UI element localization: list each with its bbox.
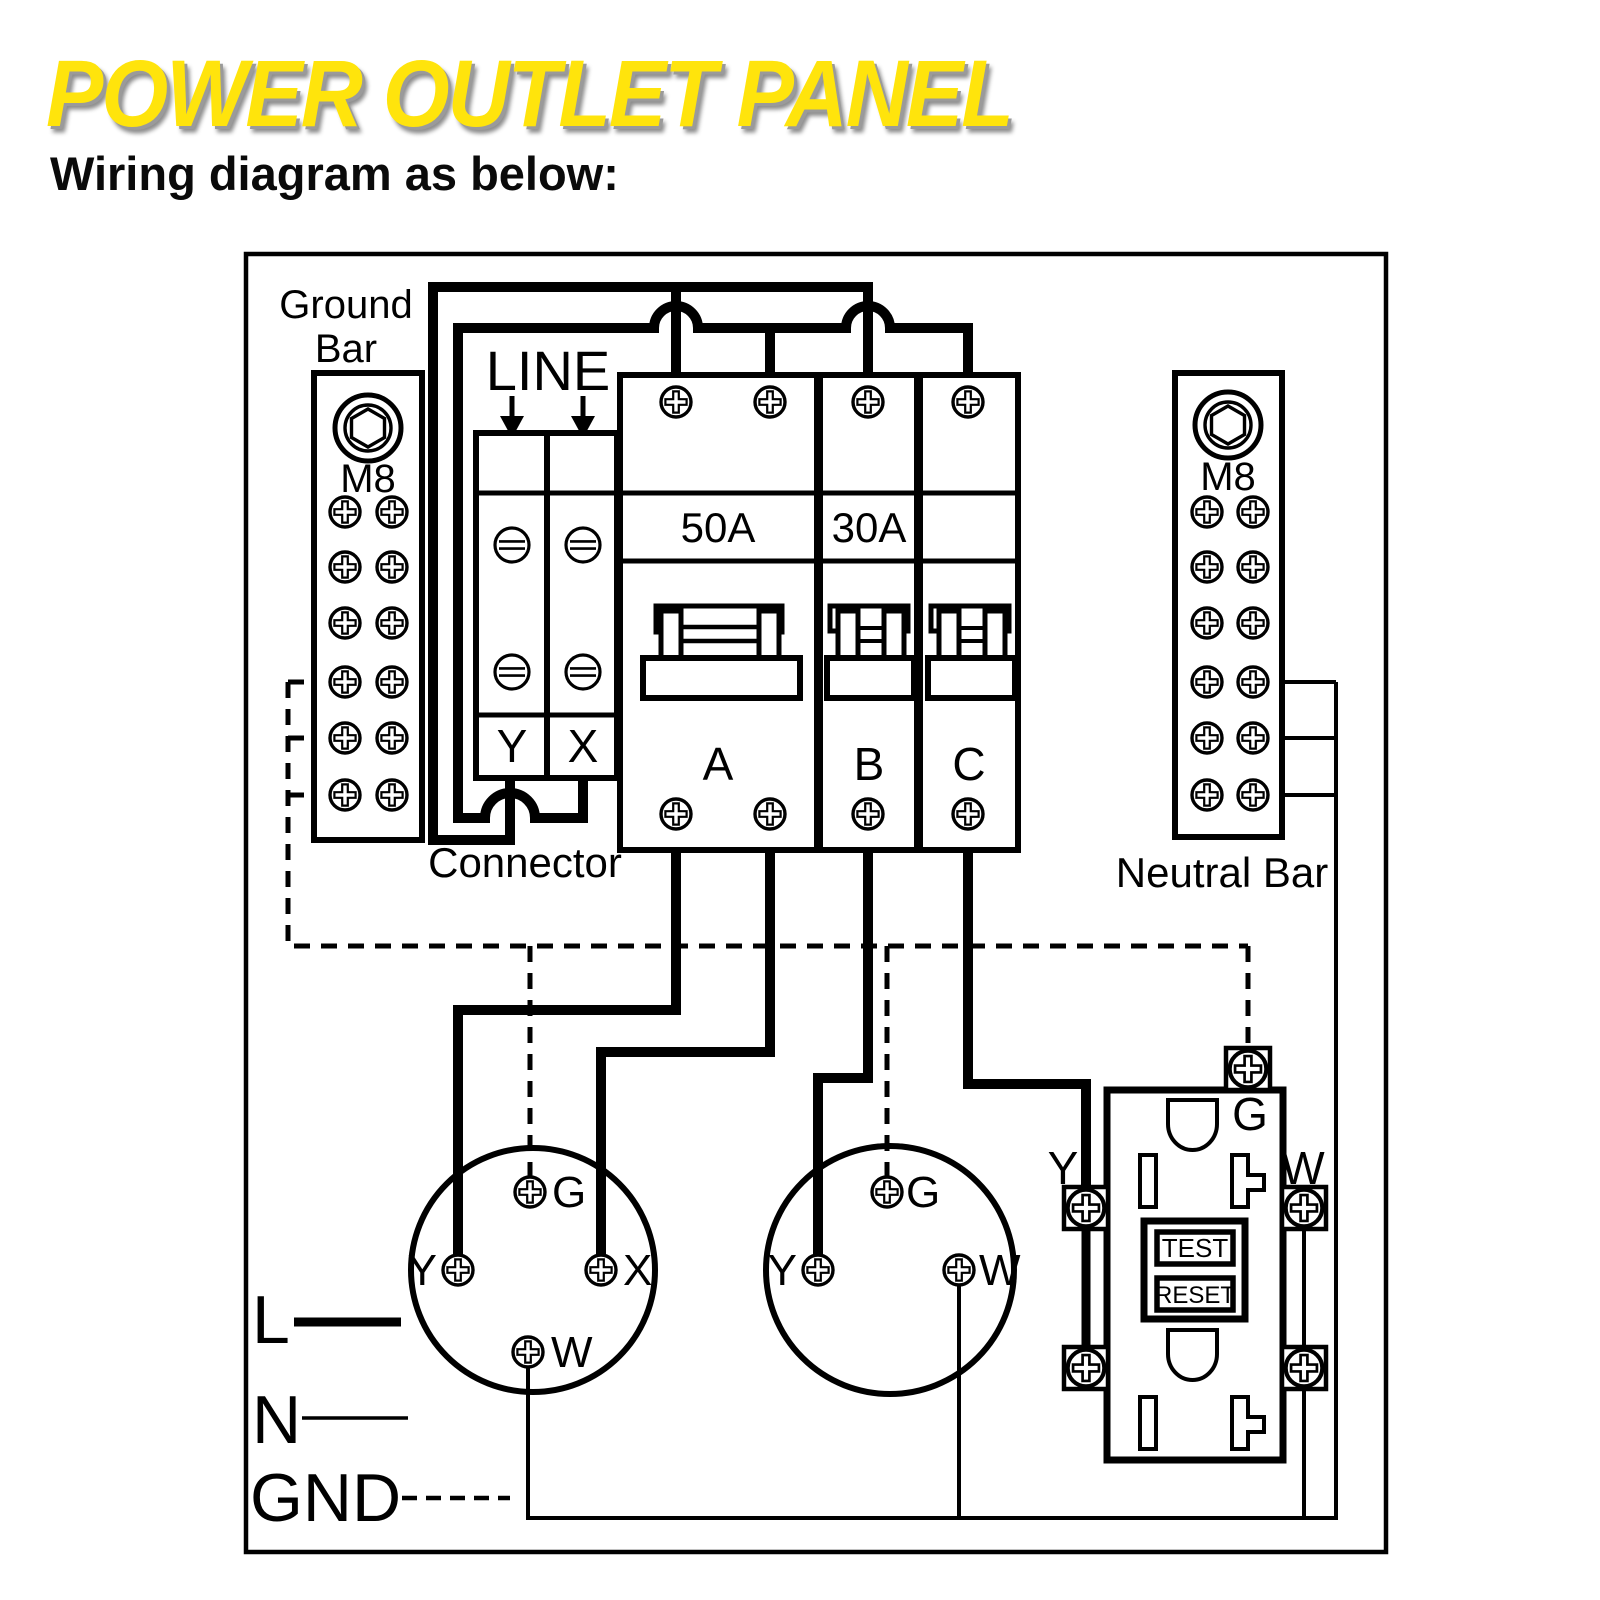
neutral-bar-m8-label: M8 <box>1200 455 1256 499</box>
neutral-bar: M8 Neutral Bar <box>1116 370 1328 896</box>
outlet-14-50: G Y X W <box>408 1145 658 1395</box>
breaker-a-rating: 50A <box>681 504 756 551</box>
outlet2-y-label: Y <box>768 1246 797 1295</box>
ground-wire-dashed <box>285 679 1251 1176</box>
gfci-top-left-slot-icon <box>1138 1153 1158 1209</box>
legend: L N GND <box>250 1282 510 1536</box>
gfci-top-ground-hole-icon <box>1166 1098 1219 1152</box>
line-connector: LINE Y X Connector <box>428 339 622 886</box>
outlet1-w-label: W <box>551 1328 593 1377</box>
gfci-y-bottom-terminal-icon <box>1064 1347 1108 1389</box>
gfci-w-label: W <box>1281 1142 1325 1194</box>
gfci-bottom-ground-hole-icon <box>1166 1328 1219 1382</box>
gfci-test-label: TEST <box>1162 1233 1229 1263</box>
gfci-bottom-right-slot-icon <box>1230 1395 1266 1451</box>
outlet1-g-screw-icon <box>513 1175 547 1209</box>
legend-ground-label2: GND <box>250 1460 401 1536</box>
breaker-b-toggle <box>824 603 917 701</box>
ground-bar-label2: Bar <box>315 327 377 371</box>
breaker-b: 30A B <box>817 372 920 853</box>
gfci-outlet: G TEST RESET Y W <box>1048 1048 1326 1464</box>
breaker-a-label: A <box>703 738 734 790</box>
outlet2-g-screw-icon <box>870 1175 904 1209</box>
breaker-a-toggle <box>640 603 803 701</box>
outlet2-w-label: W <box>979 1246 1021 1295</box>
outlet1-x-screw-icon <box>584 1253 618 1287</box>
breaker-c: C <box>917 372 1021 853</box>
page-subtitle: Wiring diagram as below: <box>50 147 619 200</box>
outlet2-y-screw-icon <box>801 1253 835 1287</box>
wire-b-to-outlet2-y <box>813 850 873 1256</box>
page-title: POWER OUTLET PANEL <box>46 41 1014 147</box>
outlet1-g-label: G <box>552 1168 586 1217</box>
gfci-reset-button <box>1154 1275 1236 1313</box>
breaker-b-label: B <box>854 738 885 790</box>
outlet1-y-label: Y <box>408 1246 437 1295</box>
outlet2-g-label: G <box>906 1168 940 1217</box>
gfci-w-bottom-terminal-icon <box>1282 1347 1326 1389</box>
panel-border <box>243 251 1389 1555</box>
outlet2-w-screw-icon <box>942 1253 976 1287</box>
gfci-top-right-slot-icon <box>1230 1153 1266 1209</box>
ground-bar-m8-label: M8 <box>340 457 396 501</box>
gfci-g-terminal-icon <box>1226 1048 1270 1090</box>
gfci-bottom-left-slot-icon <box>1138 1395 1158 1451</box>
wire-x-feed <box>453 301 973 823</box>
ground-bar: Ground Bar M8 <box>279 283 425 843</box>
legend-line-label: L <box>252 1282 290 1358</box>
ground-bar-label: Ground <box>279 283 412 327</box>
breaker-c-toggle <box>925 603 1018 701</box>
wire-a1-to-outlet1-y <box>453 850 681 1256</box>
breaker-c-label: C <box>952 738 985 790</box>
gfci-y-label: Y <box>1048 1142 1079 1194</box>
wire-c-to-gfci-y <box>963 850 1091 1190</box>
gfci-reset-label: RESET <box>1155 1282 1235 1309</box>
connector-label: Connector <box>428 839 622 886</box>
outlet1-y-screw-icon <box>441 1253 475 1287</box>
gfci-g-label: G <box>1232 1088 1268 1140</box>
ground-bar-m8-bolt-icon <box>335 395 401 461</box>
connector-terminal-y: Y <box>497 720 528 772</box>
gfci-test-button <box>1154 1229 1236 1267</box>
legend-neutral-label: N <box>252 1382 301 1458</box>
wire-a2-to-outlet1-x <box>596 850 775 1256</box>
outlet-tt-30: G Y W <box>763 1143 1021 1397</box>
breaker-b-rating: 30A <box>832 504 907 551</box>
outlet1-x-label: X <box>623 1246 652 1295</box>
line-label: LINE <box>486 339 611 402</box>
connector-terminal-x: X <box>568 720 599 772</box>
outlet1-w-screw-icon <box>511 1335 545 1369</box>
neutral-bar-m8-bolt-icon <box>1195 392 1261 458</box>
neutral-bar-label: Neutral Bar <box>1116 849 1328 896</box>
line-arrow-icon <box>500 396 595 438</box>
breaker-a: 50A A <box>617 372 820 853</box>
